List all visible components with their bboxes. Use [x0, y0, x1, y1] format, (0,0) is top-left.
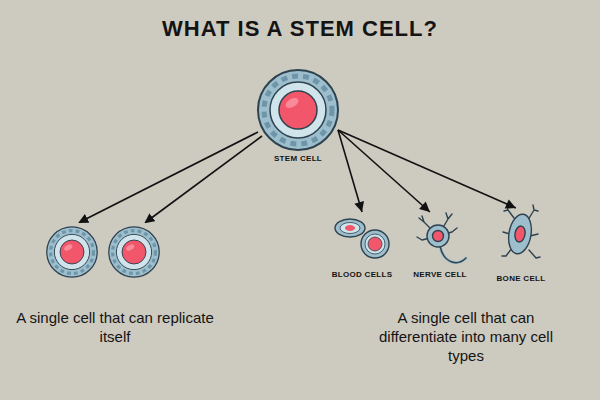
cell-label: BONE CELL	[497, 274, 546, 283]
bone-cell-node: BONE CELL	[504, 208, 538, 266]
diagram-title: WHAT IS A STEM CELL?	[0, 16, 600, 42]
daughter-cell	[109, 227, 159, 277]
arrow-head	[505, 199, 516, 208]
caption-text: A single cell that can replicate itself	[15, 308, 215, 346]
arrow-line	[338, 130, 430, 212]
daughter-cell	[47, 227, 97, 277]
nerve-cell-node: NERVE CELL	[418, 212, 462, 264]
replicate-arrow	[146, 136, 262, 222]
nerve-cell	[417, 213, 466, 263]
bone-cell	[502, 205, 540, 258]
differentiate-arrow	[338, 130, 516, 209]
stem-cell-node: STEM CELL	[258, 70, 338, 150]
arrow-line	[338, 130, 516, 208]
cell-label: STEM CELL	[274, 154, 322, 163]
differentiate-arrow	[338, 130, 430, 212]
arrow-head	[354, 201, 364, 212]
stem-cell	[258, 70, 338, 150]
blood-cells	[335, 219, 389, 258]
cell-label: BLOOD CELLS	[332, 270, 393, 279]
blood-cell-node: BLOOD CELLS	[334, 212, 390, 260]
replicate-arrow	[80, 132, 258, 222]
cell-label: NERVE CELL	[413, 270, 467, 279]
arrow-head	[419, 202, 430, 212]
caption-text: A single cell that can differentiate int…	[378, 308, 554, 365]
arrow-line	[338, 130, 362, 212]
